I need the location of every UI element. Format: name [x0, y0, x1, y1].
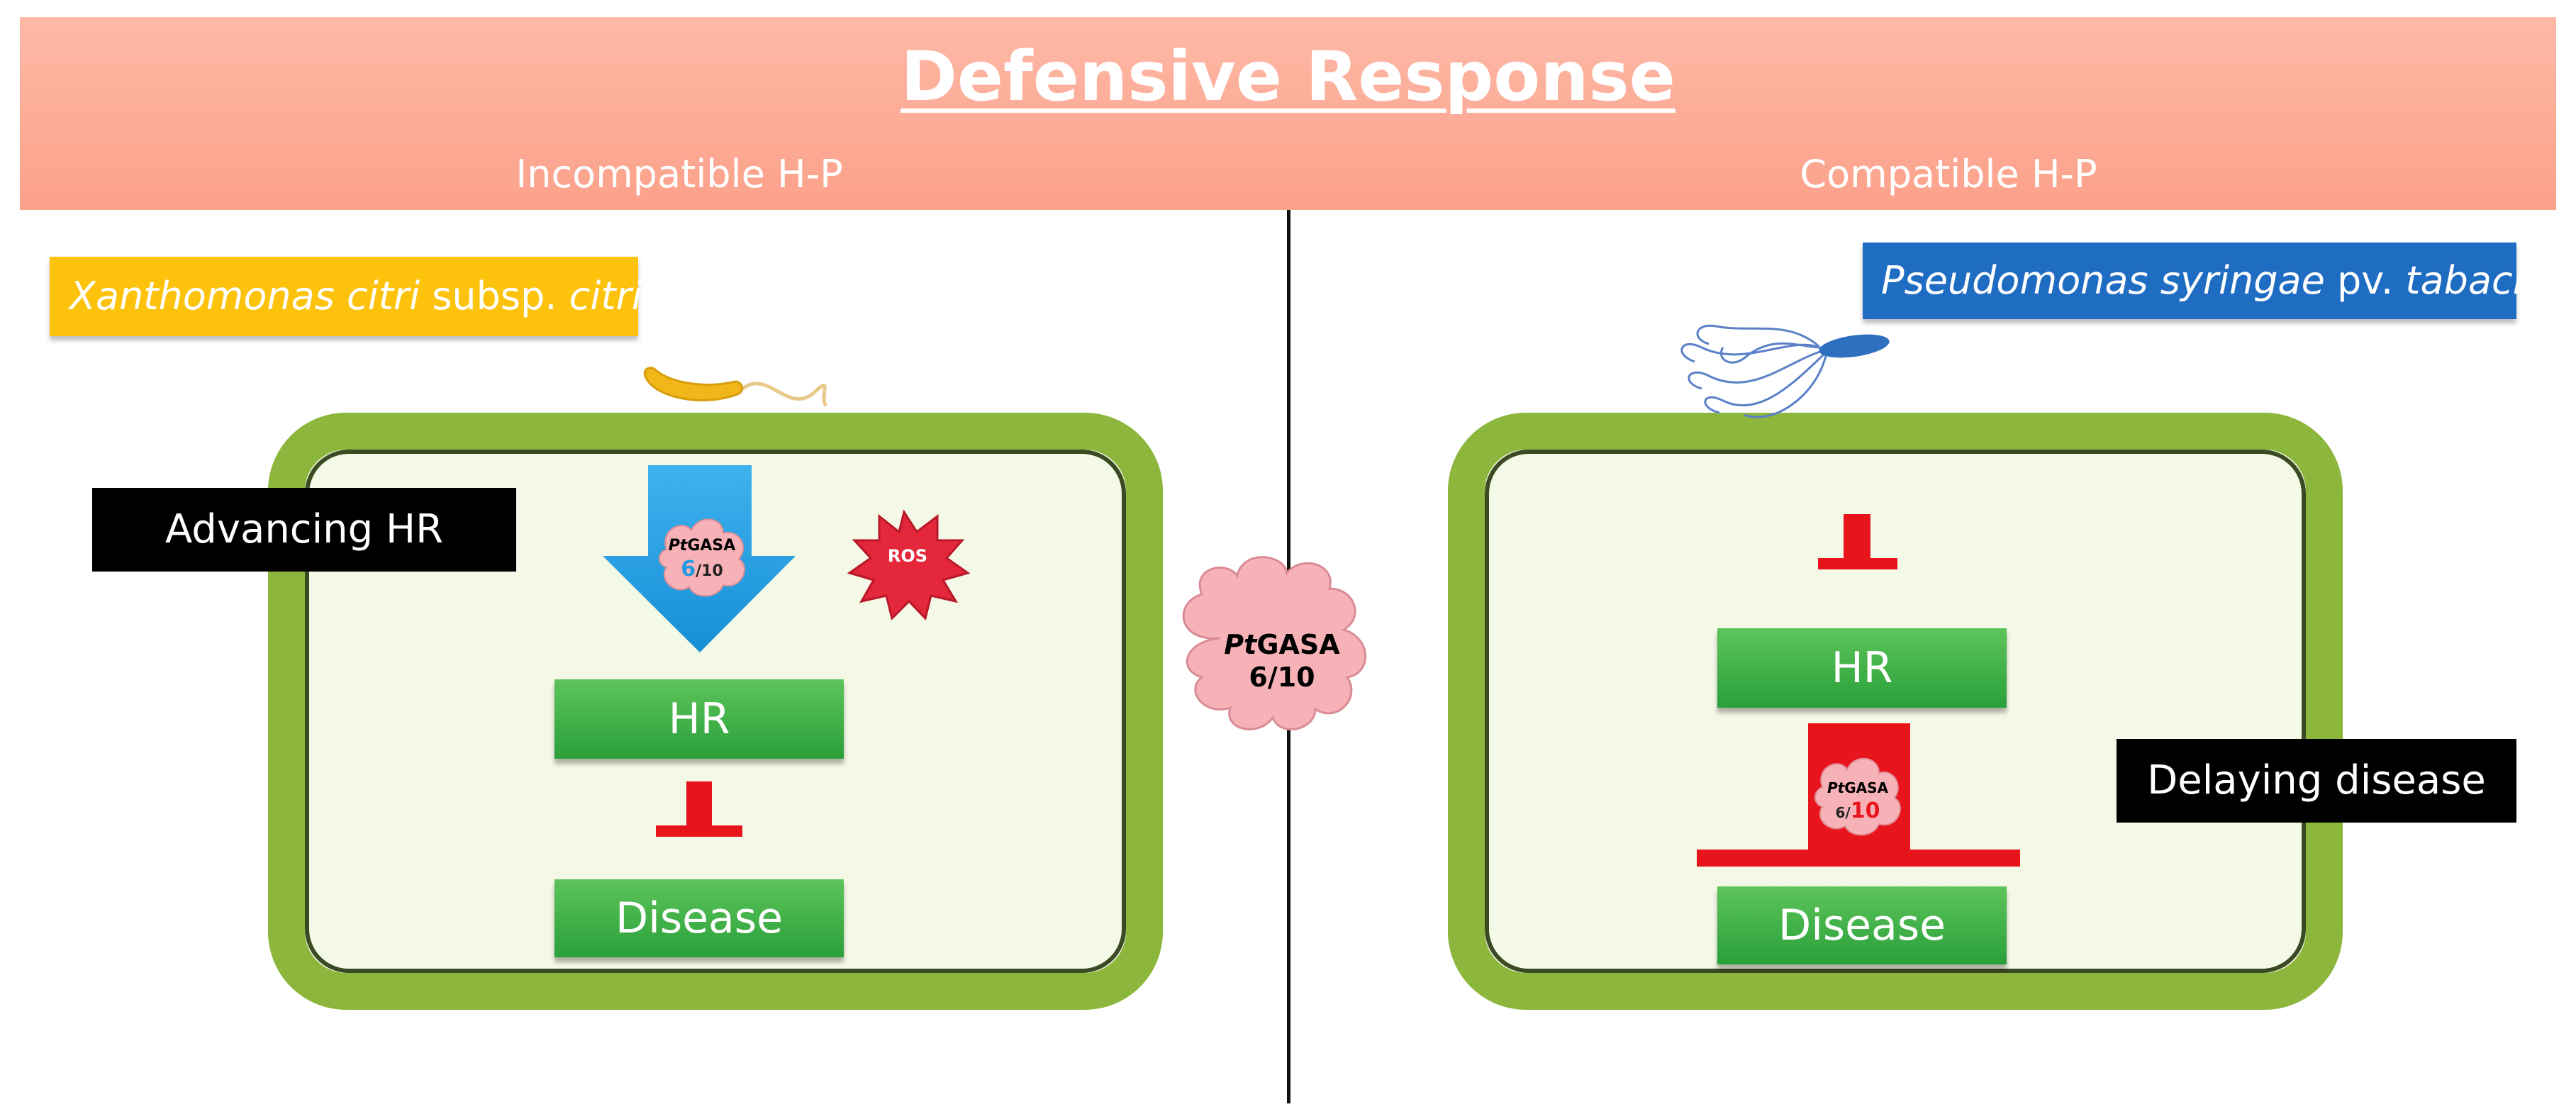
incompatible-label: Incompatible H-P	[515, 152, 843, 196]
pseudomonas-body-icon	[1819, 334, 1890, 358]
xanthomonas-bacterium-icon	[643, 367, 828, 407]
left-hr-box: HR	[554, 679, 844, 759]
header-banner: Defensive Response Incompatible H-P Comp…	[20, 17, 2556, 210]
advancing-hr-label: Advancing HR	[92, 488, 516, 572]
svg-text:PtGASA: PtGASA	[1224, 629, 1340, 660]
right-gasa-protein-icon: PtGASA 6/10	[1814, 757, 1901, 836]
left-inhibition-icon	[656, 781, 742, 837]
left-disease-box: Disease	[554, 879, 844, 957]
pseudomonas-tag: Pseudomonas syringae pv. tabaci	[1863, 243, 2524, 319]
svg-text:PtGASA: PtGASA	[1827, 779, 1889, 796]
left-gasa-protein-icon: PtGASA 6/10	[658, 518, 745, 597]
svg-text:6/10: 6/10	[681, 557, 723, 581]
svg-text:6/10: 6/10	[1249, 662, 1315, 693]
xanthomonas-tag: Xanthomonas citri subsp. citri	[50, 257, 642, 336]
svg-text:PtGASA: PtGASA	[669, 537, 736, 555]
right-disease-box: Disease	[1717, 886, 2007, 964]
delaying-disease-label: Delaying disease	[2117, 739, 2516, 823]
right-hr-box: HR	[1717, 628, 2007, 708]
svg-text:ROS: ROS	[888, 546, 927, 566]
compatible-label: Compatible H-P	[1800, 152, 2097, 196]
pseudomonas-bacterium-icon	[1680, 324, 1827, 418]
diagram-title: Defensive Response	[901, 37, 1675, 116]
svg-text:6/10: 6/10	[1836, 798, 1880, 823]
right-top-inhibition-icon	[1818, 514, 1897, 569]
ros-starburst-icon: ROS	[847, 509, 971, 620]
center-gasa-protein-icon: PtGASA 6/10	[1182, 556, 1367, 730]
